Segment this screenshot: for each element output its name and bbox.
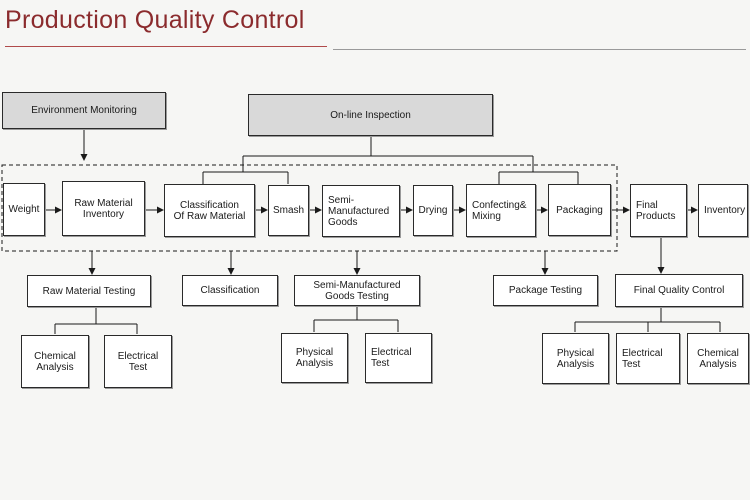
step-inventory: Inventory xyxy=(698,184,748,237)
step-classification-raw-material-label: Classification Of Raw Material xyxy=(173,199,246,222)
step-inventory-label: Inventory xyxy=(704,205,746,216)
step-confecting-mixing: Confecting& Mixing xyxy=(466,184,536,237)
step-packaging: Packaging xyxy=(548,184,611,236)
step-raw-material-inventory: Raw Material Inventory xyxy=(62,181,145,236)
final-quality-control-label: Final Quality Control xyxy=(633,285,725,296)
electrical-test-raw-box: Electrical Test xyxy=(104,335,172,388)
step-drying: Drying xyxy=(413,185,453,236)
raw-material-testing-box: Raw Material Testing xyxy=(27,275,151,307)
step-final-products: Final Products xyxy=(630,184,687,237)
semi-goods-testing-box: Semi-Manufactured Goods Testing xyxy=(294,275,420,306)
online-inspection-label: On-line Inspection xyxy=(330,109,411,121)
chemical-analysis-raw-label: Chemical Analysis xyxy=(34,350,76,373)
electrical-test-raw-label: Electrical Test xyxy=(117,350,159,373)
chemical-analysis-final-label: Chemical Analysis xyxy=(697,347,739,370)
chemical-analysis-final-box: Chemical Analysis xyxy=(687,333,749,384)
step-drying-label: Drying xyxy=(418,205,448,216)
electrical-test-semi-box: Electrical Test xyxy=(365,333,432,383)
step-packaging-label: Packaging xyxy=(556,204,603,216)
header-divider xyxy=(333,49,746,50)
step-weight-label: Weight xyxy=(8,204,40,215)
step-weight: Weight xyxy=(3,183,45,236)
environment-monitoring-label: Environment Monitoring xyxy=(31,105,137,116)
physical-analysis-semi-box: Physical Analysis xyxy=(281,333,348,383)
step-semi-manufactured-goods: Semi- Manufactured Goods xyxy=(322,185,400,237)
environment-monitoring-box: Environment Monitoring xyxy=(2,92,166,129)
step-smash-label: Smash xyxy=(272,205,305,216)
raw-material-testing-label: Raw Material Testing xyxy=(42,285,136,297)
physical-analysis-semi-label: Physical Analysis xyxy=(295,347,334,369)
online-inspection-box: On-line Inspection xyxy=(248,94,493,136)
semi-goods-testing-label: Semi-Manufactured Goods Testing xyxy=(313,279,401,302)
package-testing-label: Package Testing xyxy=(508,285,583,296)
chemical-analysis-raw-box: Chemical Analysis xyxy=(21,335,89,388)
final-quality-control-box: Final Quality Control xyxy=(615,274,743,307)
physical-analysis-final-label: Physical Analysis xyxy=(556,347,595,370)
title-underline xyxy=(5,46,327,47)
page-title: Production Quality Control xyxy=(5,6,305,34)
classification-label: Classification xyxy=(200,285,260,296)
production-line-boundary xyxy=(1,164,618,252)
physical-analysis-final-box: Physical Analysis xyxy=(542,333,609,384)
electrical-test-final-box: Electrical Test xyxy=(616,333,680,384)
package-testing-box: Package Testing xyxy=(493,275,598,306)
electrical-test-final-label: Electrical Test xyxy=(622,347,663,370)
step-raw-material-inventory-label: Raw Material Inventory xyxy=(74,197,133,220)
step-classification-raw-material: Classification Of Raw Material xyxy=(164,184,255,237)
step-smash: Smash xyxy=(268,185,309,236)
step-final-products-label: Final Products xyxy=(636,199,676,222)
electrical-test-semi-label: Electrical Test xyxy=(371,347,412,369)
classification-box: Classification xyxy=(182,275,278,306)
step-confecting-mixing-label: Confecting& Mixing xyxy=(472,199,527,222)
step-semi-manufactured-goods-label: Semi- Manufactured Goods xyxy=(328,194,390,228)
